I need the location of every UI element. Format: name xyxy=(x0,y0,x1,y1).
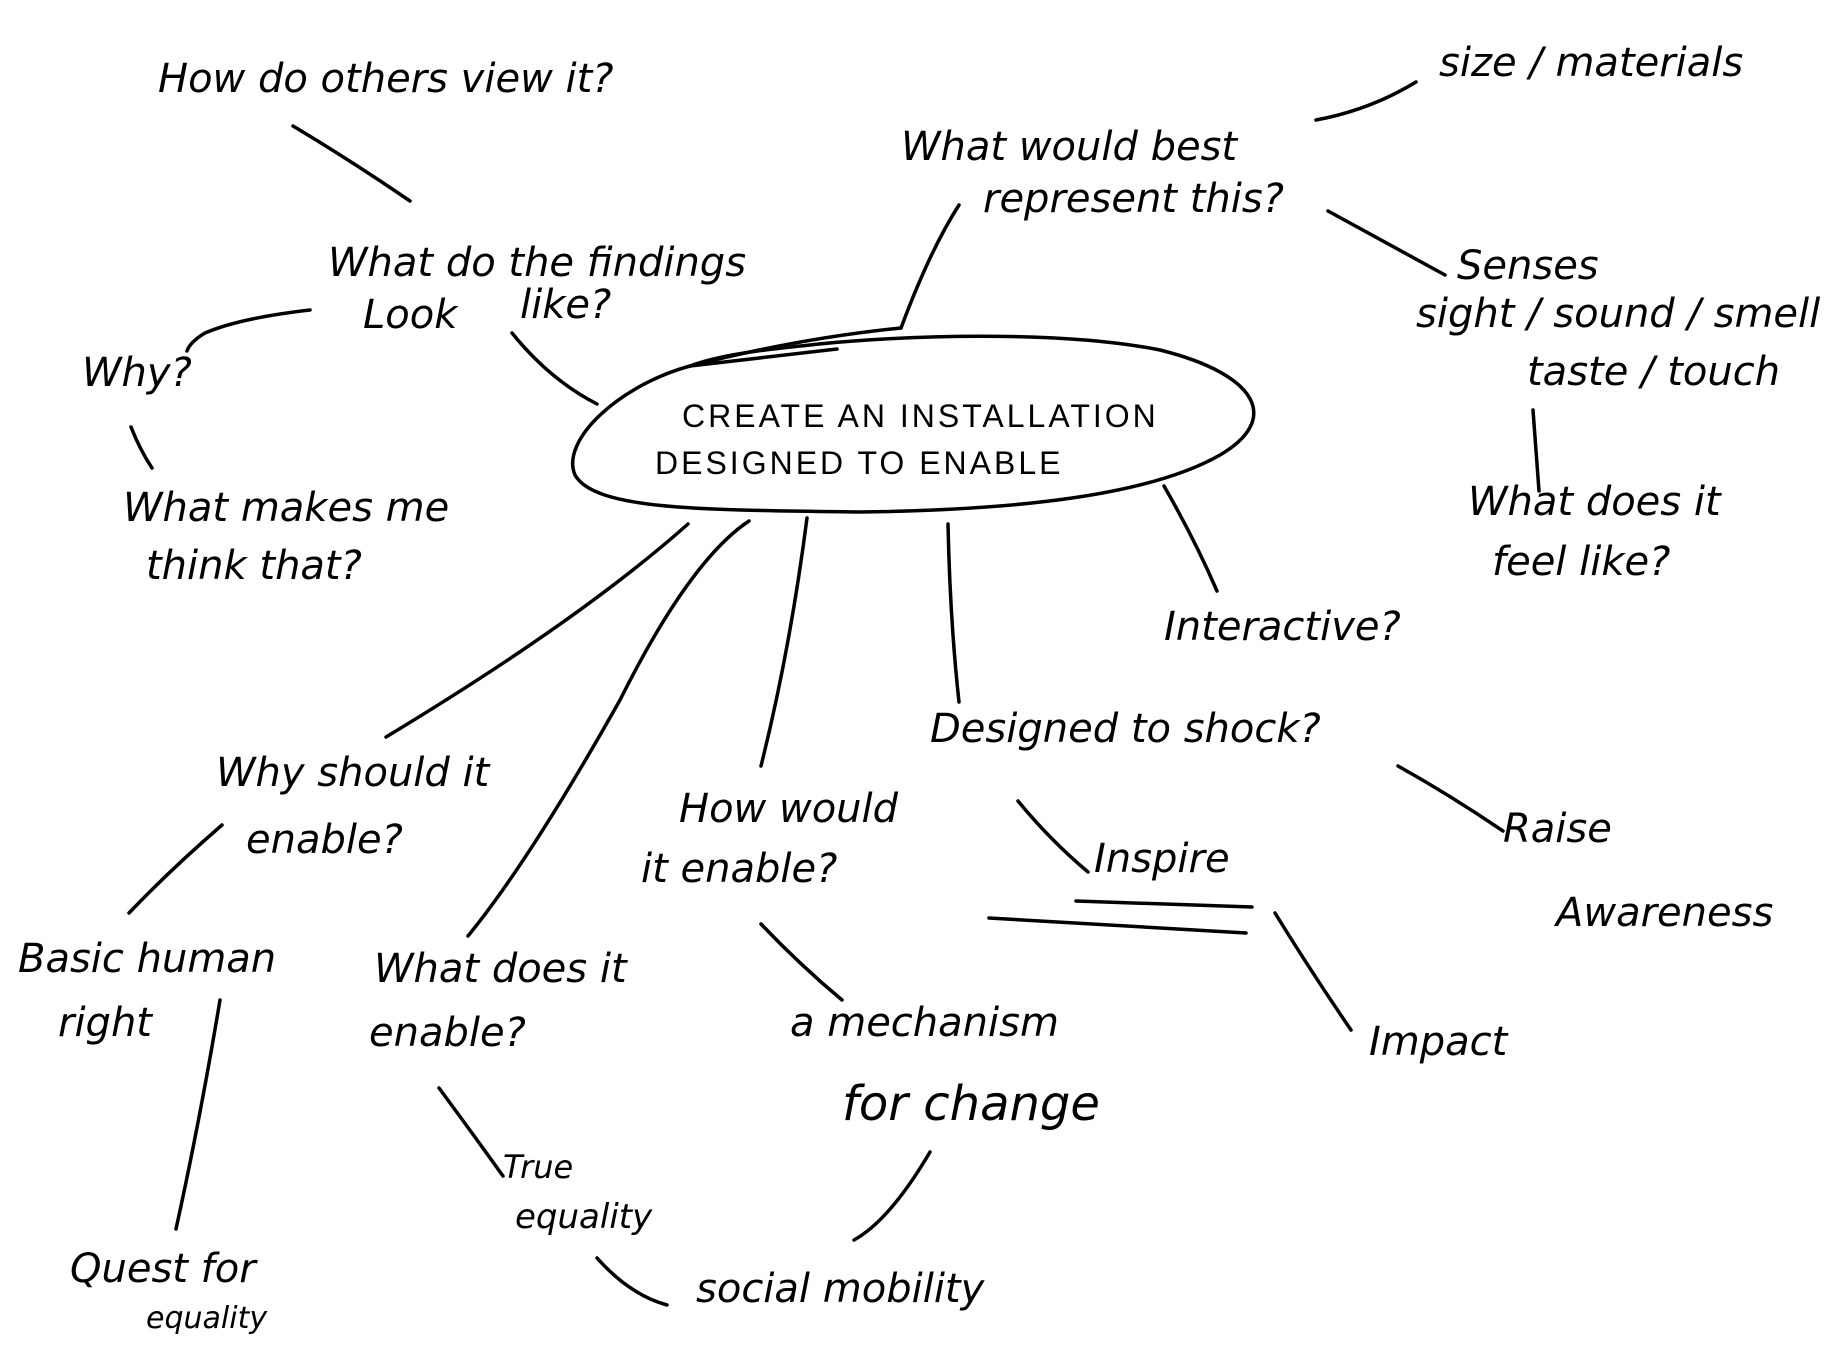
connector xyxy=(510,331,599,406)
node-how-enable-line1: How would xyxy=(679,786,899,832)
node-quest-line2: equality xyxy=(146,1301,268,1336)
connector xyxy=(1074,899,1254,909)
node-mechanism-line2: for change xyxy=(842,1076,1100,1132)
central-title-line2: DESIGNED TO ENABLE xyxy=(655,445,1063,481)
connector xyxy=(759,922,844,1002)
connector xyxy=(1531,408,1541,493)
node-impact: Impact xyxy=(1369,1019,1509,1065)
node-senses-line2: taste / touch xyxy=(1527,349,1780,395)
connector xyxy=(1314,80,1418,122)
node-findings-like: like? xyxy=(520,282,611,328)
node-interactive: Interactive? xyxy=(1164,604,1401,650)
connector xyxy=(1273,911,1353,1032)
connector xyxy=(174,998,222,1231)
node-shock: Designed to shock? xyxy=(930,706,1321,752)
node-how-others-view: How do others view it? xyxy=(158,56,614,102)
connector xyxy=(688,347,839,368)
connector xyxy=(987,916,1248,935)
central-oval xyxy=(571,334,1256,514)
node-why-enable-line2: enable? xyxy=(246,817,403,863)
node-true-eq-line1: True xyxy=(503,1148,573,1186)
connector xyxy=(437,1086,505,1178)
connector xyxy=(946,522,961,704)
node-best-represent-line2: represent this? xyxy=(983,176,1284,222)
connector xyxy=(595,1256,669,1307)
connector xyxy=(1396,764,1505,833)
connector xyxy=(466,519,751,938)
node-why: Why? xyxy=(82,350,192,396)
node-true-eq-line2: equality xyxy=(515,1197,653,1237)
node-feel-like-line2: feel like? xyxy=(1492,539,1670,585)
node-best-represent-line1: What would best xyxy=(901,124,1238,170)
node-basic-right-line2: right xyxy=(58,1000,153,1046)
connector xyxy=(759,516,809,768)
node-quest-line1: Quest for xyxy=(70,1246,258,1292)
node-what-enable-line1: What does it xyxy=(374,946,628,992)
node-size-materials: size / materials xyxy=(1439,40,1743,86)
connector xyxy=(1016,799,1090,874)
node-mechanism-line1: a mechanism xyxy=(790,1000,1059,1046)
connector xyxy=(129,425,154,470)
node-social-mobility: social mobility xyxy=(696,1266,986,1312)
node-feel-like-line1: What does it xyxy=(1468,479,1722,525)
node-senses-title: Senses xyxy=(1457,243,1599,289)
connector xyxy=(688,326,903,368)
connector xyxy=(291,124,412,203)
connector xyxy=(127,823,224,915)
node-findings-look: Look xyxy=(363,292,459,338)
node-senses-line1: sight / sound / smell xyxy=(1416,291,1820,337)
connector xyxy=(852,1150,932,1242)
node-inspire: Inspire xyxy=(1094,836,1230,882)
node-why-enable-line1: Why should it xyxy=(216,750,491,796)
node-findings-line1: What do the findings xyxy=(328,240,746,286)
node-makes-me-line2: think that? xyxy=(146,543,362,589)
connector xyxy=(384,522,690,739)
node-basic-right-line1: Basic human xyxy=(18,936,276,982)
central-title-line1: CREATE AN INSTALLATION xyxy=(682,398,1159,434)
connector xyxy=(1326,209,1447,277)
connector xyxy=(185,308,312,353)
node-what-enable-line2: enable? xyxy=(369,1010,526,1056)
node-how-enable-line2: it enable? xyxy=(641,846,837,892)
connector xyxy=(1162,484,1219,593)
connector xyxy=(899,203,961,330)
node-raise-line2: Awareness xyxy=(1553,890,1773,936)
connectors xyxy=(127,80,1541,1307)
node-raise-line1: Raise xyxy=(1503,806,1612,852)
node-makes-me-line1: What makes me xyxy=(123,485,449,531)
